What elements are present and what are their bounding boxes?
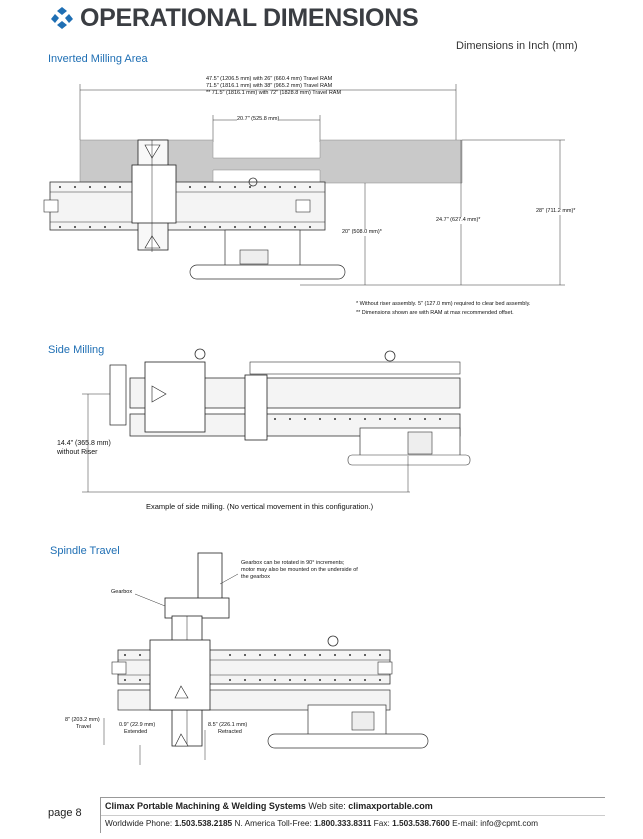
section-heading-inverted: Inverted Milling Area [48, 53, 148, 65]
gearbox-note-3: the gearbox [241, 574, 271, 580]
travel-label-3: ** 71.5" (1816.1 mm) with 72" (1828.8 mm… [206, 90, 342, 96]
footer-divider [100, 797, 605, 798]
spindle-travel-label-1: 8" (203.2 mm) [65, 717, 100, 723]
footer-company-line: Climax Portable Machining & Welding Syst… [105, 801, 433, 811]
worldwide-phone: 1.503.538.2185 [174, 818, 233, 828]
riser-note: * Without riser assembly. 5" (127.0 mm) … [356, 301, 531, 307]
retracted-label-2: Retracted [218, 729, 242, 735]
dim-28-label: 28" (711.2 mm)* [536, 208, 576, 215]
fax-number: 1.503.538.7600 [392, 818, 450, 828]
climax-logo-icon [51, 7, 73, 29]
spindle-travel-label-2: Travel [76, 724, 92, 730]
dim-center-label: 20.7" (525.8 mm) [237, 116, 280, 123]
tollfree-phone: 1.800.333.8311 [314, 818, 372, 828]
units-note: Dimensions in Inch (mm) [456, 40, 578, 52]
side-milling-drawing [82, 348, 471, 493]
worldwide-label: Worldwide Phone: [105, 818, 173, 828]
travel-label-1: 47.5" (1206.5 mm) with 26" (660.4 mm) Tr… [206, 76, 333, 82]
page-title: OPERATIONAL DIMENSIONS [80, 4, 419, 32]
gearbox-label: Gearbox [111, 589, 133, 595]
section-heading-side: Side Milling [48, 344, 105, 356]
footer-divider-2 [100, 815, 605, 816]
dim-24-label: 24.7" (627.4 mm)* [436, 217, 481, 224]
web-label: Web site: [308, 801, 346, 811]
extended-label-2: Extended [124, 729, 148, 735]
side-dim-label-1: 14.4" (365.8 mm) [57, 440, 111, 447]
inverted-milling-drawing [43, 84, 565, 286]
website-link[interactable]: climaxportable.com [348, 801, 433, 811]
email-label: E-mail: [452, 818, 478, 828]
spindle-travel-drawing [103, 552, 429, 765]
ram-note: ** Dimensions shown are with RAM at max … [356, 310, 514, 316]
side-dim-label-2: without Riser [57, 449, 98, 456]
gearbox-note-1: Gearbox can be rotated in 90° increments… [241, 560, 345, 566]
travel-label-2: 71.5" (1816.1 mm) with 38" (965.2 mm) Tr… [206, 83, 333, 89]
footer-contact-line: Worldwide Phone: 1.503.538.2185 N. Ameri… [105, 818, 538, 828]
dim-20-label: 20" (508.0 mm)* [342, 229, 382, 236]
company-name: Climax Portable Machining & Welding Syst… [105, 801, 306, 811]
extended-label-1: 0.9" (22.9 mm) [119, 722, 156, 728]
gearbox-note-2: motor may also be mounted on the undersi… [241, 567, 358, 573]
fax-label: Fax: [373, 818, 390, 828]
email-link[interactable]: info@cpmt.com [480, 818, 539, 828]
page-number: page 8 [48, 807, 82, 819]
side-caption: Example of side milling. (No vertical mo… [146, 502, 374, 511]
retracted-label-1: 8.5" (226.1 mm) [208, 722, 248, 728]
footer-separator [100, 797, 101, 833]
tollfree-label: N. America Toll-Free: [234, 818, 312, 828]
section-heading-spindle: Spindle Travel [50, 545, 120, 557]
